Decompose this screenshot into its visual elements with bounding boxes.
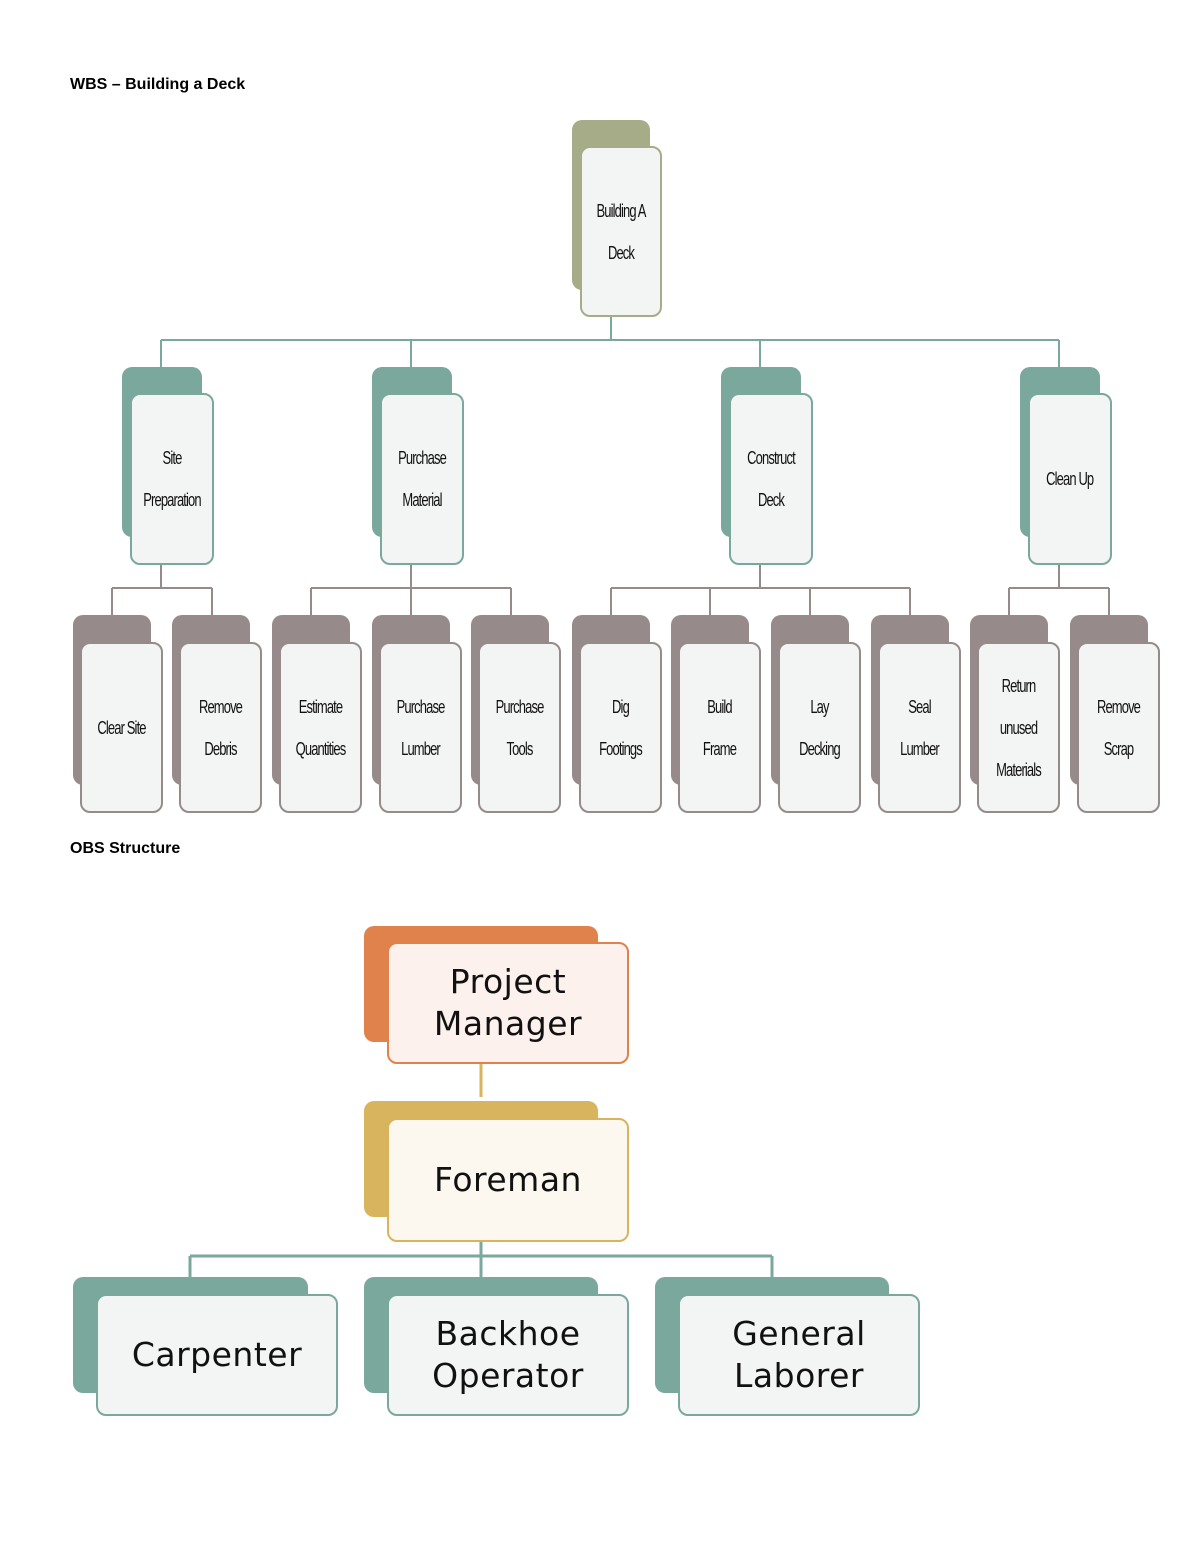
wbs-root-node: Building A Deck [572,120,662,320]
obs-carpenter-node: Carpenter [73,1277,338,1418]
obs-general-laborer-node: General Laborer [655,1277,920,1418]
wbs-task-label: Seal Lumber [900,696,940,759]
wbs-task-build-frame: Build Frame [671,615,761,815]
obs-manager-label: Project Manager [433,962,583,1043]
obs-role-label: General Laborer [732,1314,866,1395]
obs-foreman-label: Foreman [434,1160,582,1199]
wbs-task-label: Purchase Tools [495,696,545,759]
wbs-title: WBS – Building a Deck [70,76,246,93]
wbs-phase-construct-deck: Construct Deck [721,367,813,567]
wbs-task-clear-site: Clear Site [73,615,163,815]
wbs-task-label: Purchase Lumber [396,696,446,759]
wbs-task-label: Build Frame [702,696,737,759]
obs-title: OBS Structure [70,840,181,857]
wbs-task-purchase-lumber: Purchase Lumber [372,615,462,815]
wbs-task-label: Lay Decking [799,696,841,759]
wbs-phase-site-preparation: Site Preparation [122,367,214,567]
wbs-task-label: Dig Footings [599,696,643,759]
obs-role-label: Backhoe Operator [432,1314,584,1395]
wbs-task-lay-decking: Lay Decking [771,615,861,815]
obs-role-label: Carpenter [131,1335,303,1374]
wbs-phase-purchase-material: Purchase Material [372,367,464,567]
wbs-task-label: Estimate Quantities [295,696,347,759]
obs-foreman-node: Foreman [364,1101,629,1244]
wbs-task-remove-debris: Remove Debris [172,615,262,815]
wbs-task-seal-lumber: Seal Lumber [871,615,961,815]
wbs-phase-label: Construct Deck [747,448,796,510]
wbs-phase-label: Site Preparation [143,448,201,510]
wbs-phase-label: Purchase Material [398,448,447,510]
wbs-task-label: Remove Debris [198,696,243,759]
wbs-task-label: Clear Site [97,717,146,738]
wbs-task-return-unused-materials: Return unused Materials [970,615,1060,815]
wbs-phase-label: Clean Up [1046,469,1094,489]
wbs-task-label: Return unused Materials [996,675,1042,780]
wbs-task-label: Remove Scrap [1096,696,1141,759]
wbs-phase-clean-up: Clean Up [1020,367,1112,567]
wbs-root-label: Building A Deck [596,200,646,263]
obs-project-manager-node: Project Manager [364,926,629,1066]
wbs-task-purchase-tools: Purchase Tools [471,615,561,815]
wbs-task-dig-footings: Dig Footings [572,615,662,815]
obs-backhoe-operator-node: Backhoe Operator [364,1277,629,1418]
wbs-task-remove-scrap: Remove Scrap [1070,615,1160,815]
wbs-task-estimate-quantities: Estimate Quantities [272,615,362,815]
